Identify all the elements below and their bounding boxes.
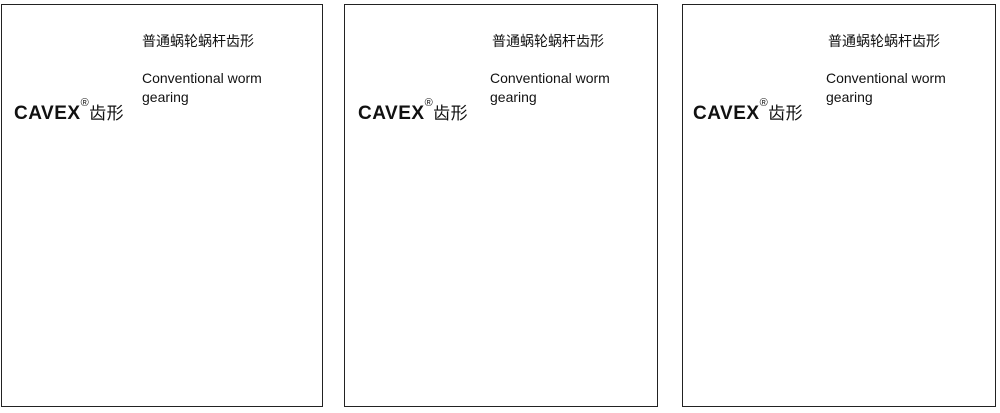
title-cn: 普通蜗轮蜗杆齿形 bbox=[828, 34, 940, 50]
brand-registered-mark: ® bbox=[759, 97, 769, 109]
panel-2: 普通蜗轮蜗杆齿形 Conventional worm gearing CAVEX… bbox=[344, 4, 658, 407]
brand-name: CAVEX bbox=[693, 103, 760, 124]
title-en: Conventional worm gearing bbox=[826, 69, 946, 107]
brand-suffix: 齿形 bbox=[768, 104, 804, 124]
brand-registered-mark: ® bbox=[424, 97, 434, 109]
title-en-line1: Conventional worm bbox=[142, 70, 262, 86]
title-en-line2: gearing bbox=[490, 89, 537, 105]
panel-1: 普通蜗轮蜗杆齿形 Conventional worm gearing CAVEX… bbox=[1, 4, 323, 407]
title-en-line2: gearing bbox=[826, 89, 873, 105]
title-en-line1: Conventional worm bbox=[826, 70, 946, 86]
title-en: Conventional worm gearing bbox=[490, 69, 610, 107]
title-en: Conventional worm gearing bbox=[142, 69, 262, 107]
brand-suffix: 齿形 bbox=[433, 104, 469, 124]
brand-registered-mark: ® bbox=[80, 97, 90, 109]
brand-name: CAVEX bbox=[358, 103, 425, 124]
panel-3: 普通蜗轮蜗杆齿形 Conventional worm gearing CAVEX… bbox=[682, 4, 996, 407]
title-cn: 普通蜗轮蜗杆齿形 bbox=[492, 34, 604, 50]
title-en-line2: gearing bbox=[142, 89, 189, 105]
brand-title: CAVEX®齿形 bbox=[14, 97, 125, 125]
brand-name: CAVEX bbox=[14, 103, 81, 124]
title-en-line1: Conventional worm bbox=[490, 70, 610, 86]
brand-title: CAVEX®齿形 bbox=[693, 97, 804, 125]
brand-suffix: 齿形 bbox=[89, 104, 125, 124]
brand-title: CAVEX®齿形 bbox=[358, 97, 469, 125]
title-cn: 普通蜗轮蜗杆齿形 bbox=[142, 34, 254, 50]
